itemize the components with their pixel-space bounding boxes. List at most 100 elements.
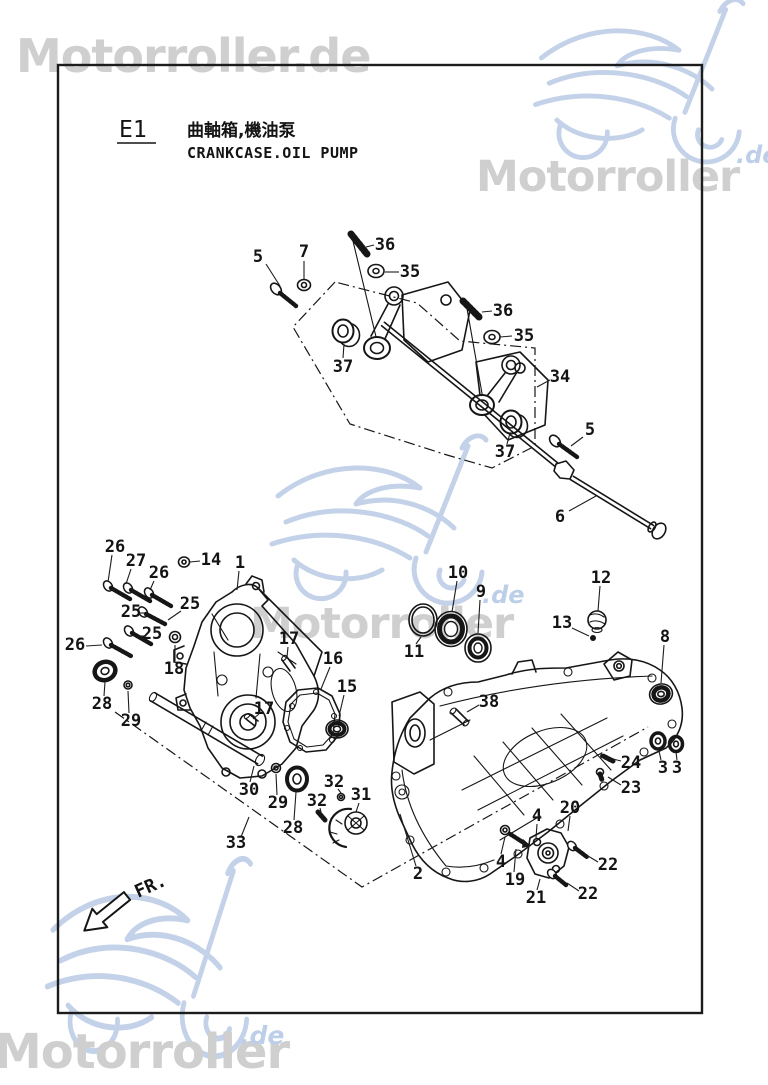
callout-leader-line [506,432,511,445]
part-number-callout: 37 [333,357,353,377]
part-number-callout: 10 [448,563,468,583]
part-number-callout: 25 [180,594,200,614]
shaft-and-lower-cluster-art [148,691,368,849]
watermark-text-top-right: Motorroller [476,152,741,202]
callout-leader-line [566,882,580,892]
part-number-callout: 21 [526,888,546,908]
left-fastener-cluster-art [92,556,191,690]
part-number-callout: 26 [105,537,125,557]
callout-leader-line [535,823,538,839]
callout-leader-line [149,580,155,591]
callout-leader-line [103,681,106,697]
part-number-callout: 1 [235,553,245,573]
part-number-callout: 25 [121,602,141,622]
part-number-callout: 9 [476,582,486,602]
part-number-callout: 5 [253,247,263,267]
title-english: CRANKCASE.OIL PUMP [187,144,359,162]
part-number-callout: 23 [621,778,641,798]
part-number-callout: 8 [660,627,670,647]
callout-leader-line [265,263,281,287]
callout-leader-line [597,585,601,612]
callout-leader-line [125,568,132,585]
callout-leader-line [337,788,342,794]
callout-leader-line [320,666,331,690]
part-number-callout: 35 [514,326,534,346]
callout-leader-line [536,379,551,388]
callout-leader-line [568,495,597,512]
callout-leader-line [127,690,130,714]
callout-leader-line [249,765,255,783]
callout-leader-line [675,751,678,761]
callout-leader-line [252,713,260,720]
callout-leader-line [240,816,250,838]
part-number-callout: 28 [283,818,303,838]
part-number-callout: 36 [375,235,395,255]
callout-leader-line [499,335,513,338]
part-number-callout: 33 [226,833,246,853]
callout-leader-line [477,599,481,634]
part-number-callout: 29 [121,711,141,731]
callout-leader-line [660,644,665,684]
part-number-callout: 3 [672,758,682,778]
diagram-border [56,63,704,1015]
callout-leader-line [570,436,584,447]
part-number-callout: 28 [92,694,112,714]
callout-leader-line [293,791,297,821]
callout-leader-line [338,694,345,717]
callout-leader-line [415,636,422,645]
part-number-callout: 30 [239,780,259,800]
callout-leader-line [481,310,493,313]
part-number-callout: 4 [496,852,506,872]
callout-leader-line [286,646,289,658]
part-number-callout: 22 [578,884,598,904]
part-number-callout: 32 [324,772,344,792]
part-number-callout: 14 [201,550,221,570]
title-chinese: 曲軸箱,機油泵 [187,120,295,141]
watermark-text-bottom: Motorroller [0,1024,290,1080]
part-number-callout: 36 [493,301,513,321]
callout-leader-line [536,878,541,891]
part-number-callout: 35 [400,262,420,282]
callout-leader-line [571,627,590,637]
title-block: E1 曲軸箱,機油泵 CRANKCASE.OIL PUMP [117,117,359,162]
part-number-callout: 3 [658,758,668,778]
gasket-and-seal-art [282,687,349,753]
callout-leader-line [466,704,480,713]
callout-leader-line [236,570,240,591]
callout-leader-line [85,644,103,647]
watermark-tld-bottom: .de [240,1021,284,1050]
section-code: E1 [119,117,147,143]
bearings-and-plugs-art [243,603,685,783]
oil-pump-art [499,824,590,888]
callout-leader-line [319,807,322,813]
part-number-callout: 37 [495,442,515,462]
part-number-callout: 4 [532,806,542,826]
part-number-callout: 2 [413,864,423,884]
part-number-callout: 16 [323,649,343,669]
part-number-callout: 5 [585,420,595,440]
part-number-callout: 26 [149,563,169,583]
callout-leader-line [587,855,599,863]
part-number-callout: 27 [126,551,146,571]
part-number-callout: 19 [505,870,525,890]
callout-leader-line [612,758,622,762]
front-direction-label: FR. [131,870,169,902]
part-number-callout: 17 [254,699,274,719]
watermark-tld-center: .de [482,581,525,609]
part-number-callout: 26 [65,635,85,655]
part-number-callout: 6 [555,507,565,527]
callout-leader-line [342,343,345,359]
part-number-callout: 20 [560,798,580,818]
callout-leader-line [500,836,506,855]
callout-leader-line [275,773,278,796]
part-number-callout: 11 [404,642,424,662]
part-number-callout: 13 [552,613,572,633]
watermark-tld-top-right: .de [736,141,768,169]
callout-leader-line [189,560,201,563]
part-number-callout: 38 [479,692,499,712]
callout-leader-line [107,554,113,583]
callout-leader-line [451,580,458,613]
